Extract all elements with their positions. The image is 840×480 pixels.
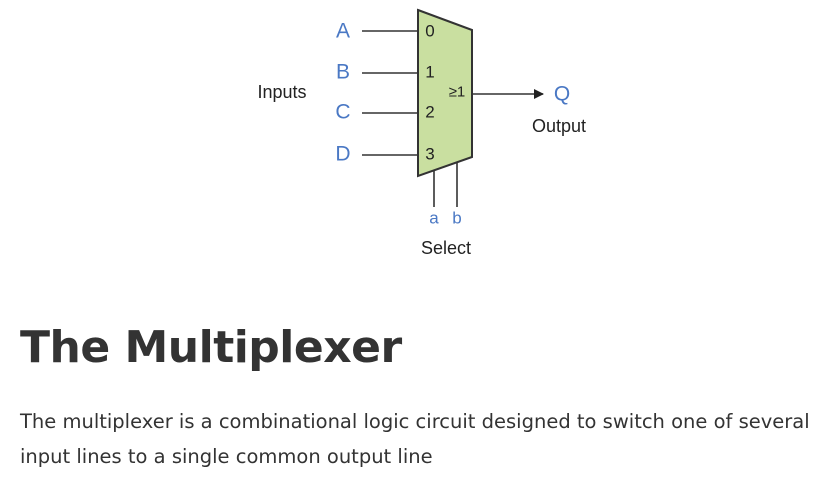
input-number-2: 2 bbox=[425, 103, 434, 122]
page-title: The Multiplexer bbox=[20, 322, 402, 373]
select-label: Select bbox=[421, 238, 471, 258]
inputs-label: Inputs bbox=[257, 82, 306, 102]
output-name: Q bbox=[554, 83, 570, 106]
select-line-a: a bbox=[429, 209, 439, 228]
input-label-b: B bbox=[336, 61, 350, 84]
input-number-0: 0 bbox=[425, 22, 434, 41]
input-label-d: D bbox=[335, 143, 350, 166]
input-number-3: 3 bbox=[425, 145, 434, 164]
gate-symbol: ≥1 bbox=[449, 84, 466, 101]
article-paragraph: The multiplexer is a combinational logic… bbox=[20, 410, 810, 468]
multiplexer-block bbox=[417, 8, 473, 178]
output-label: Output bbox=[532, 116, 586, 136]
multiplexer-diagram: A B C D 0 1 2 3 ≥1 Inputs Q Output a b S… bbox=[257, 8, 586, 258]
input-number-1: 1 bbox=[425, 63, 434, 82]
select-line-b: b bbox=[452, 209, 461, 228]
input-label-a: A bbox=[336, 20, 350, 43]
input-label-c: C bbox=[335, 101, 350, 124]
